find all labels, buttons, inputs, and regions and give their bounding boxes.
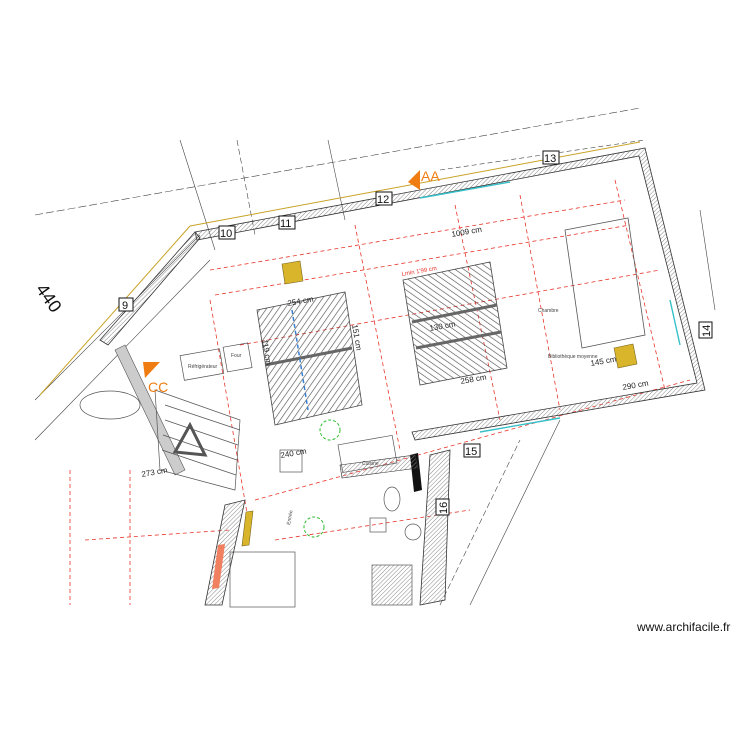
svg-text:16: 16 [438, 502, 450, 514]
exterior-walls [39, 141, 706, 606]
level-label: 440 [32, 280, 66, 316]
svg-text:9: 9 [122, 300, 128, 312]
svg-text:240 cm: 240 cm [280, 446, 308, 459]
svg-text:Réfrigérateur: Réfrigérateur [188, 364, 218, 370]
svg-text:Cuisine: Cuisine [362, 461, 379, 467]
watermark: www.archifacile.fr [637, 620, 731, 634]
room-labels: Réfrigérateur Four Chambre Bibliothèque … [188, 308, 598, 525]
svg-text:273 cm: 273 cm [141, 465, 169, 478]
section-label-aa: AA [421, 168, 440, 184]
svg-text:290 cm: 290 cm [622, 378, 650, 391]
wall-number-12: 12 [375, 191, 393, 206]
wall-number-11: 11 [278, 215, 296, 230]
staircase [154, 389, 241, 491]
wall-number-13: 13 [542, 150, 560, 165]
svg-text:Chambre: Chambre [538, 308, 559, 314]
skylight-left [256, 291, 363, 426]
wall-numbers: 9 10 11 12 13 14 15 16 [118, 150, 713, 516]
svg-text:Entrée: Entrée [286, 510, 295, 526]
dimension-labels: 1009 cm 254 cm 151 cm 119 cm 258 cm 130 … [141, 225, 650, 479]
light-fixture-1 [319, 419, 341, 441]
svg-text:12: 12 [377, 194, 389, 206]
bed-outline [564, 217, 646, 349]
svg-text:1009 cm: 1009 cm [451, 225, 483, 239]
svg-text:11: 11 [280, 218, 291, 230]
skylight-right [402, 261, 508, 386]
dimension-lines [69, 179, 691, 605]
section-label-cc: CC [148, 379, 168, 395]
marker-blocks [212, 260, 638, 589]
svg-text:14: 14 [701, 325, 713, 337]
section-marker-cc: CC [143, 362, 168, 395]
svg-text:10: 10 [220, 228, 232, 240]
wall-number-16: 16 [435, 498, 450, 516]
wall-number-14: 14 [698, 321, 713, 339]
wall-number-10: 10 [218, 225, 236, 240]
svg-text:Bibliothèque moyenne: Bibliothèque moyenne [548, 354, 598, 360]
svg-text:119 cm: 119 cm [260, 339, 273, 366]
section-marker-aa: AA [408, 168, 440, 190]
wall-number-15: 15 [463, 443, 481, 458]
interior-fixtures [79, 342, 422, 608]
light-fixture-2 [303, 516, 325, 538]
svg-text:Four: Four [231, 353, 242, 359]
svg-text:13: 13 [544, 153, 556, 165]
wall-number-9: 9 [118, 297, 134, 312]
windows [419, 181, 681, 433]
svg-text:15: 15 [465, 446, 477, 458]
